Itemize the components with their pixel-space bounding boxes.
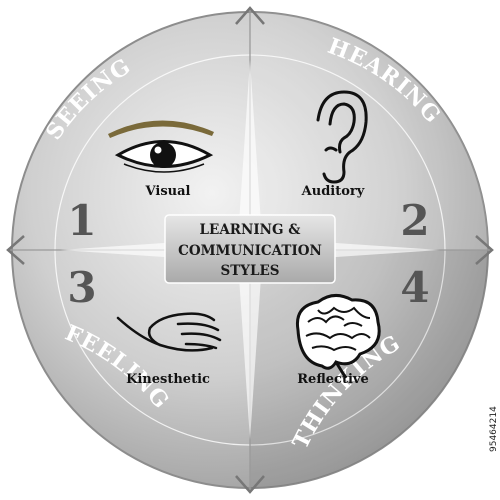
center-title-line1: LEARNING & bbox=[200, 222, 301, 238]
center-title-line3: STYLES bbox=[221, 263, 280, 279]
eye-icon bbox=[108, 120, 214, 173]
quadrant-label-kinesthetic: Kinesthetic bbox=[126, 372, 210, 387]
arrow-down-icon bbox=[235, 475, 265, 494]
arrow-up-icon bbox=[235, 6, 265, 25]
brain-icon bbox=[295, 294, 381, 379]
center-title-line2: COMMUNICATION bbox=[178, 243, 322, 259]
quadrant-shade bbox=[250, 12, 488, 250]
quadrant-number-2: 2 bbox=[400, 196, 429, 245]
quadrant-label-auditory: Auditory bbox=[301, 184, 365, 199]
quadrant-number-4: 4 bbox=[400, 263, 429, 312]
quadrant-number-1: 1 bbox=[67, 196, 96, 245]
hand-icon bbox=[116, 312, 222, 352]
quadrant-label-reflective: Reflective bbox=[297, 372, 368, 387]
arrow-left-icon bbox=[6, 235, 25, 265]
stock-image-id: 95464214 bbox=[489, 406, 499, 452]
quadrant-number-3: 3 bbox=[67, 263, 96, 312]
center-box bbox=[164, 214, 336, 284]
quadrant-label-visual: Visual bbox=[145, 184, 191, 199]
ear-icon bbox=[316, 90, 368, 184]
arrow-right-icon bbox=[475, 235, 494, 265]
